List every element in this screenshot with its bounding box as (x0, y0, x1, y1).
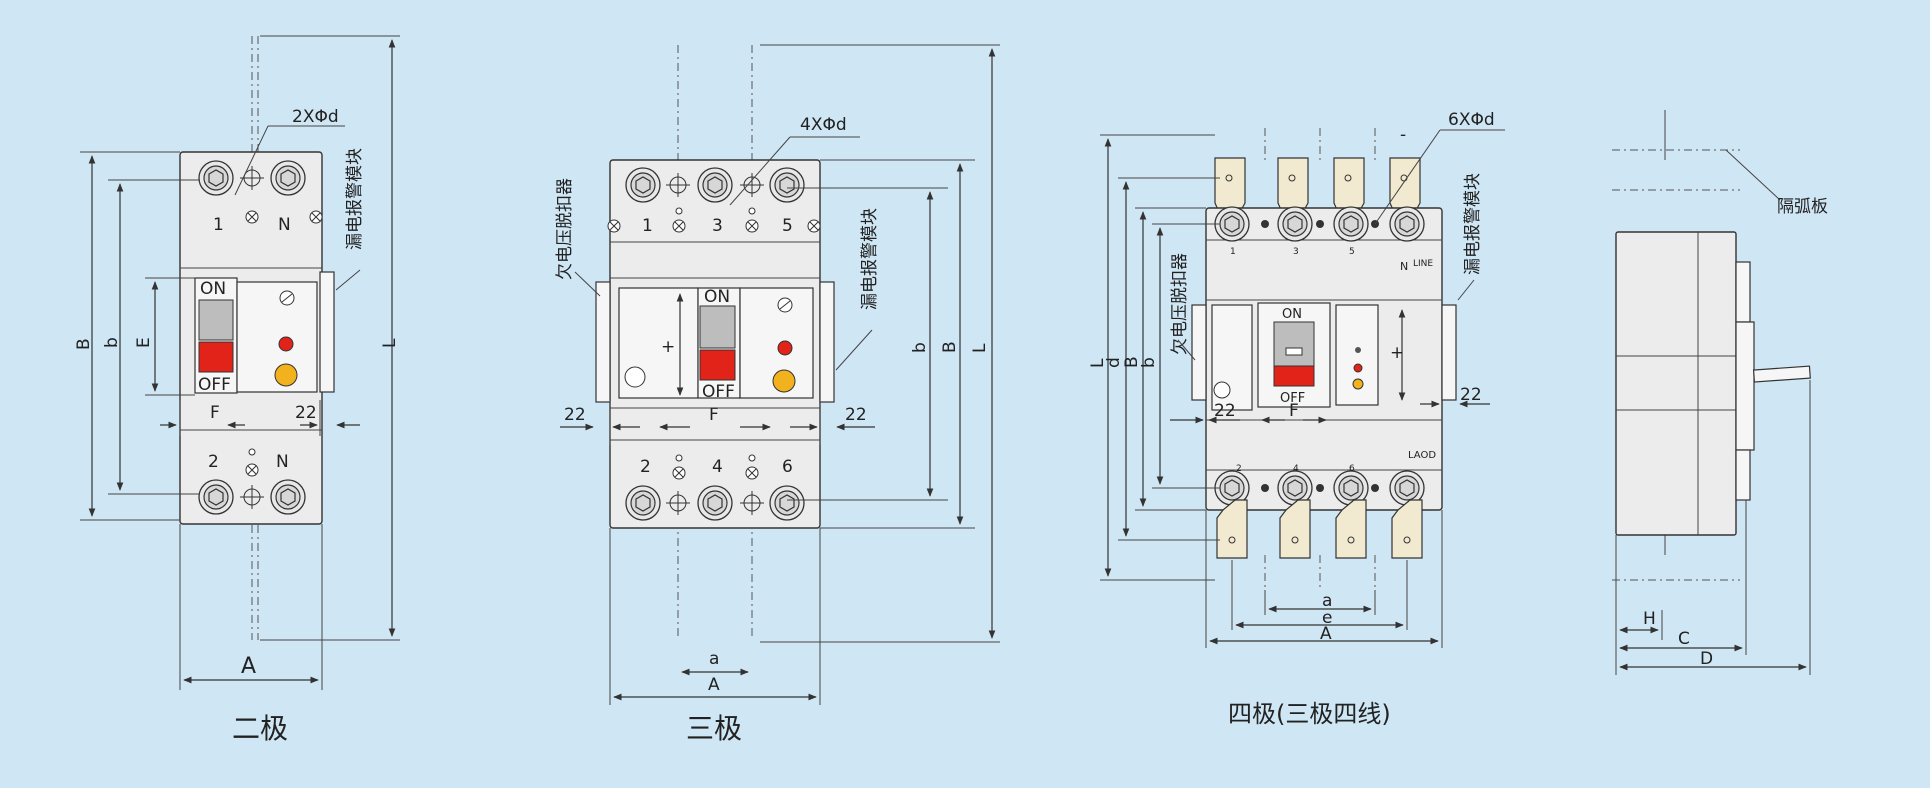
four-pole-line-mark: LINE (1413, 259, 1433, 269)
four-pole-bottom-small-6: 6 (1349, 464, 1355, 474)
four-pole-dim-e: e (1322, 608, 1332, 628)
four-pole-top-small-5: 5 (1349, 247, 1355, 257)
four-pole-dim-right-22: 22 (1460, 385, 1482, 405)
four-pole-dim-F: F (1289, 401, 1299, 421)
four-pole-minus-sign: - (1400, 125, 1406, 145)
three-pole-dim-B: B (940, 341, 960, 353)
four-pole-top-small-1: 1 (1230, 247, 1236, 257)
side-view-drawing: 隔弧板 H C D (1612, 110, 1828, 675)
three-pole-bottom-label-2: 2 (640, 457, 651, 477)
three-pole-top-label-5: 5 (782, 216, 793, 236)
two-pole-bottom-label-2: 2 (208, 452, 219, 472)
two-pole-top-label-1: 1 (213, 215, 224, 235)
three-pole-drawing: 1 3 5 + ON OFF 2 4 6 4XΦd 欠电压脱 (555, 44, 1000, 745)
four-pole-undervoltage-label: 欠电压脱扣器 (1170, 253, 1190, 355)
four-pole-title: 四极(三极四线) (1228, 700, 1391, 728)
three-pole-dim-right-22: 22 (845, 405, 867, 425)
four-pole-n-mark: N (1400, 260, 1408, 273)
four-pole-hole-spec: 6XΦd (1448, 110, 1495, 130)
three-pole-bottom-label-6: 6 (782, 457, 793, 477)
four-pole-dim-B: B (1122, 356, 1142, 368)
three-pole-top-label-1: 1 (642, 216, 653, 236)
four-pole-dim-b: b (1139, 357, 1159, 368)
three-pole-dim-A: A (708, 675, 720, 695)
four-pole-bottom-small-2: 2 (1236, 464, 1242, 474)
four-pole-drawing: 1 3 5 N LINE ON OFF + LAOD 2 4 6 (1088, 110, 1505, 728)
four-pole-on-label: ON (1282, 307, 1302, 322)
three-pole-hole-spec: 4XΦd (800, 115, 847, 135)
four-pole-plus-sign: + (1390, 343, 1404, 363)
three-pole-dim-L: L (970, 343, 990, 353)
four-pole-dim-A: A (1320, 624, 1332, 644)
two-pole-dim-b: b (102, 337, 122, 348)
three-pole-undervoltage-label: 欠电压脱扣器 (555, 178, 575, 280)
three-pole-dim-a: a (709, 649, 719, 669)
two-pole-dim-E: E (134, 337, 154, 348)
three-pole-top-label-3: 3 (712, 216, 723, 236)
two-pole-hole-spec: 2XΦd (292, 107, 339, 127)
two-pole-dim-A: A (241, 654, 256, 679)
four-pole-top-small-3: 3 (1293, 247, 1299, 257)
side-view-dim-H: H (1643, 609, 1656, 629)
four-pole-dim-L: L (1088, 358, 1108, 368)
four-pole-bottom-small-4: 4 (1293, 464, 1299, 474)
four-pole-leak-module-label: 漏电报警模块 (1463, 173, 1483, 275)
four-pole-bottom-terminals (1216, 499, 1423, 559)
two-pole-off-label: OFF (198, 375, 231, 395)
four-pole-off-label: OFF (1280, 391, 1305, 406)
three-pole-bottom-label-4: 4 (712, 457, 723, 477)
two-pole-dim-F: F (210, 403, 220, 423)
four-pole-dim-left-22: 22 (1214, 401, 1236, 421)
two-pole-title: 二极 (232, 712, 288, 745)
four-pole-brand: LAOD (1408, 450, 1436, 461)
three-pole-title: 三极 (686, 712, 742, 745)
side-view-arc-plate-label: 隔弧板 (1777, 197, 1828, 217)
two-pole-dim-B: B (74, 338, 94, 350)
two-pole-drawing: 1 N ON OFF 2 N 2XΦd 漏电报警模块 B (74, 35, 400, 745)
three-pole-dim-F: F (709, 405, 719, 425)
two-pole-bottom-label-n: N (276, 452, 289, 472)
two-pole-on-label: ON (200, 279, 226, 299)
two-pole-dim-L: L (380, 338, 400, 348)
three-pole-leak-module-label: 漏电报警模块 (860, 208, 880, 310)
two-pole-top-label-n: N (278, 215, 291, 235)
four-pole-dim-a: a (1322, 591, 1332, 611)
four-pole-dim-d: d (1104, 357, 1124, 368)
three-pole-dim-left-22: 22 (564, 405, 586, 425)
two-pole-leak-module-label: 漏电报警模块 (345, 148, 365, 250)
side-view-dim-C: C (1678, 629, 1690, 649)
side-view-dim-D: D (1700, 649, 1713, 669)
three-pole-plus-sign: + (661, 337, 675, 357)
three-pole-on-label: ON (704, 287, 730, 307)
three-pole-off-label: OFF (702, 382, 735, 402)
three-pole-dim-b: b (910, 342, 930, 353)
two-pole-dim-22: 22 (295, 403, 317, 423)
